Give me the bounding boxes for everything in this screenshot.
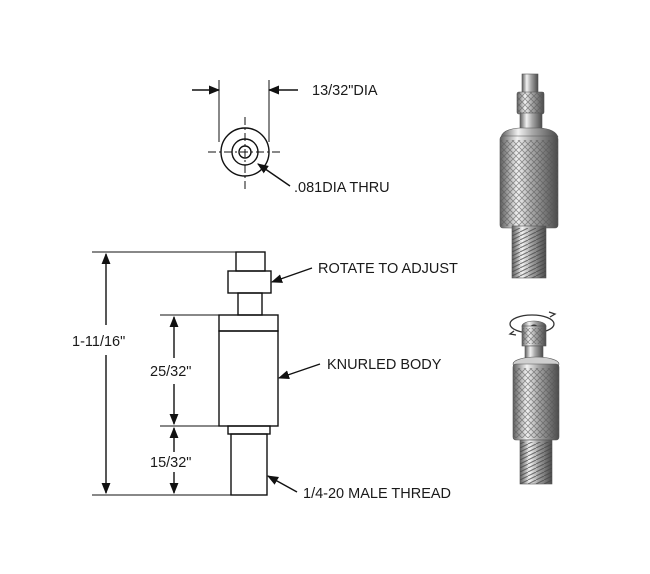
through-hole-callout: .081DIA THRU — [294, 180, 390, 196]
body-length-label: 25/32" — [150, 364, 191, 380]
body-callout: KNURLED BODY — [327, 357, 442, 373]
thread-callout: 1/4-20 MALE THREAD — [303, 486, 451, 502]
overall-length-label: 1-11/16" — [72, 334, 125, 350]
thread-leader — [267, 475, 298, 493]
body-leader — [277, 363, 321, 379]
outer-diameter-callout: 13/32"DIA — [312, 83, 378, 99]
product-photo-upright — [499, 73, 559, 279]
side-view — [218, 251, 279, 496]
adjust-callout: ROTATE TO ADJUST — [318, 261, 458, 277]
top-view — [192, 80, 298, 190]
thread-length-label: 15/32" — [150, 455, 191, 471]
product-photo-angled — [508, 311, 560, 485]
adjust-leader — [270, 267, 313, 283]
extension-lines — [92, 251, 236, 496]
